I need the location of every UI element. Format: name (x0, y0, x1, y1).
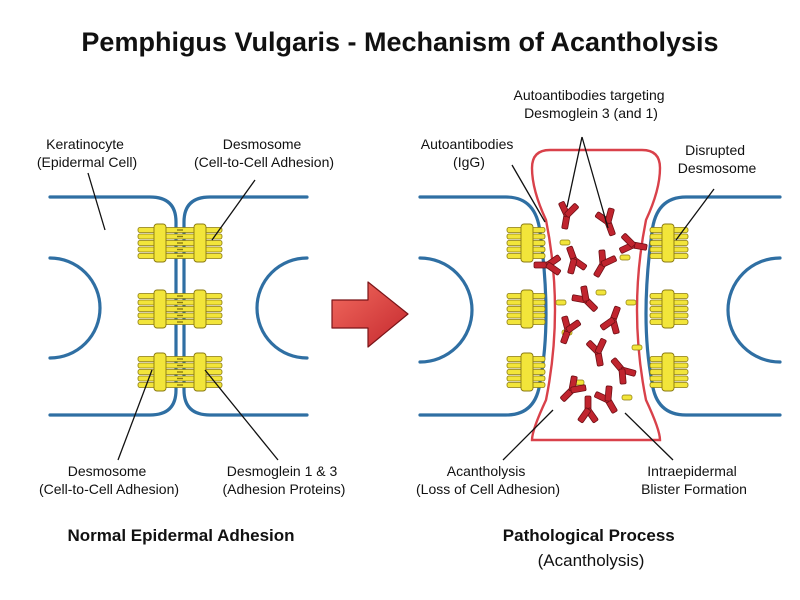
left-cell-nucleus-arc-path (418, 256, 474, 364)
acantholysis-label: Acantholysis (Loss of Cell Adhesion) (416, 463, 560, 497)
normal-panel: Keratinocyte (Epidermal Cell) Desmosome … (37, 136, 346, 545)
igg-antibody (577, 395, 599, 423)
desmosome-plaque (153, 289, 167, 329)
igg-antibody (600, 305, 621, 335)
left-cell-nucleus-arc (48, 256, 102, 360)
igg-antibody (610, 357, 637, 385)
igg-antibody (558, 201, 579, 230)
igg-antibody (560, 315, 581, 345)
desmoglein-label: Desmoglein 1 & 3 (Adhesion Proteins) (223, 463, 346, 497)
desmosome-plaque (153, 352, 167, 392)
antibody-arm (604, 207, 615, 224)
autoantibodies-pointer (511, 164, 546, 223)
desmosome-plaque (661, 352, 675, 392)
antibody-arm (577, 407, 591, 423)
desmosome-plaque (153, 223, 167, 263)
antibody-arm (618, 368, 627, 385)
autoantibodies-label: Autoantibodies (IgG) (421, 136, 518, 170)
antibody-arm (570, 384, 587, 394)
desmosome-plaque (661, 223, 675, 263)
desmosome-plaque (193, 223, 207, 263)
antibody-arm (565, 319, 581, 333)
igg-antibody (533, 254, 561, 276)
igg-antibody (560, 375, 587, 402)
desmosome-top-label: Desmosome (Cell-to-Cell Adhesion) (194, 136, 334, 170)
igg-antibody (566, 245, 587, 275)
desmosome (137, 352, 223, 392)
pathological-cell-membranes (418, 195, 782, 417)
disrupted-desmosomes (506, 223, 689, 401)
desmosome-fragment (595, 289, 607, 296)
pathological-panel: Autoantibodies targeting Desmoglein 3 (a… (416, 87, 782, 570)
half-desmosome (506, 289, 546, 329)
blister-pointer (624, 412, 674, 461)
antibody-arm (604, 385, 613, 402)
blister-label: Intraepidermal Blister Formation (641, 463, 747, 497)
left-cell-membrane-disrupted (418, 195, 548, 417)
upper-right-cell-membrane (182, 195, 309, 417)
antibody-arm (567, 258, 578, 275)
right-cell-nucleus-arc-path (726, 256, 782, 364)
desmosome (137, 289, 223, 329)
antibody-arm (621, 233, 636, 248)
upper-left-cell-membrane (48, 195, 178, 417)
antibody-arm (580, 285, 590, 302)
autoantibodies-targeting-pointer-right (581, 136, 609, 229)
antibody-arm (600, 255, 617, 268)
desmosome-fragment (625, 299, 637, 306)
desmosome (137, 223, 223, 263)
desmosome-top-pointer (211, 179, 256, 241)
pathological-caption: Pathological Process (Acantholysis) (503, 526, 679, 570)
normal-caption: Normal Epidermal Adhesion (67, 526, 294, 545)
igg-antibody (594, 385, 618, 414)
desmosome-fragment (555, 299, 567, 306)
disrupted-desmosome-pointer (675, 188, 715, 241)
keratinocyte-label: Keratinocyte (Epidermal Cell) (37, 136, 137, 170)
page-title: Pemphigus Vulgaris - Mechanism of Acanth… (81, 27, 718, 57)
desmosome-bottom-label: Desmosome (Cell-to-Cell Adhesion) (39, 463, 179, 497)
igg-antibody (619, 233, 648, 254)
half-desmosome (506, 352, 546, 392)
desmosome-fragment (621, 394, 633, 401)
desmosome-plaque (520, 289, 534, 329)
desmosome-plaque (193, 352, 207, 392)
igg-antibody (593, 249, 617, 278)
desmosome-fragment (559, 239, 571, 246)
desmosome-plaque (193, 289, 207, 329)
desmosome-fragment (631, 344, 643, 351)
igg-antibody (586, 338, 607, 367)
desmosome-plaque (661, 289, 675, 329)
normal-cell-membranes (48, 195, 309, 417)
half-desmosome (506, 223, 546, 263)
desmosome-plaque (520, 352, 534, 392)
keratinocyte-pointer (87, 172, 106, 231)
transition-arrow (331, 281, 409, 348)
antibody-arm (594, 338, 607, 355)
desmoglein-pointer (204, 369, 279, 461)
desmosome-plaque (520, 223, 534, 263)
normal-desmosomes (137, 223, 223, 392)
antibody-arm (545, 262, 561, 276)
desmosome-bottom-pointer (117, 369, 153, 461)
autoantibodies-targeting-label: Autoantibodies targeting Desmoglein 3 (a… (514, 87, 669, 121)
right-cell-nucleus-arc (255, 256, 309, 360)
desmosome-fragment (619, 254, 631, 261)
antibody-arm (600, 317, 616, 331)
half-desmosome (649, 223, 689, 263)
right-cell-membrane-disrupted (644, 195, 782, 417)
half-desmosome (649, 289, 689, 329)
igg-antibody (571, 285, 598, 312)
half-desmosome (649, 352, 689, 392)
autoantibodies-targeting-pointer-left (566, 136, 583, 208)
acantholysis-pointer (502, 409, 554, 461)
antibody-arm (564, 203, 579, 218)
disrupted-desmosome-label: Disrupted Desmosome (678, 142, 757, 176)
